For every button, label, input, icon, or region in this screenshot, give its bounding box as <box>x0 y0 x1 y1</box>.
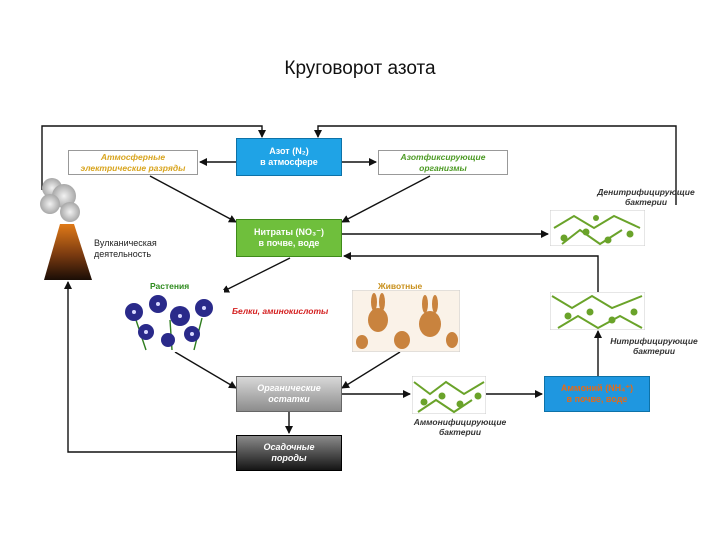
denitrifying-bacteria-label: Денитрифицирующие бактерии <box>576 187 716 207</box>
n2-atmosphere-box: Азот (N₂)в атмосфере <box>236 138 342 176</box>
denitrifying-label-line2: бактерии <box>624 197 668 207</box>
nitrates-box: Нитраты (NO₃⁻)в почве, воде <box>236 219 342 257</box>
arrow-atmospheric-to-nitrates <box>149 175 237 223</box>
sediment-box-line1: Осадочные <box>263 442 315 452</box>
ammonium-box-line2: в почве, воде <box>566 394 628 404</box>
proteins-label: Белки, аминокислоты <box>232 306 329 316</box>
organic-box-line1: Органические <box>257 383 321 393</box>
n2-box-line1: Азот (N₂) <box>269 146 309 156</box>
denitrifying-bacteria-image <box>550 210 645 246</box>
fixing-box-line1: Азотфиксирующие <box>400 151 486 162</box>
nitrates-box-line1: Нитраты (NO₃⁻) <box>254 227 324 237</box>
n2-box-line2: в атмосфере <box>260 157 318 167</box>
volcano-icon <box>40 178 92 280</box>
ammonifying-label-line1: Аммонифицирующие <box>413 417 507 427</box>
arrow-nitrifying-to-nitrates <box>343 252 599 292</box>
arrow-nitrates-to-plants <box>221 257 291 293</box>
arrow-fixing-to-nitrates <box>341 175 431 223</box>
nitrifying-bacteria-image <box>550 292 645 330</box>
ammonifying-bacteria-label: Аммонифицирующие бактерии <box>398 417 522 437</box>
ammonium-box-line1: Аммоний (NH₄⁺) <box>560 383 634 393</box>
sediment-box-line2: породы <box>271 453 307 463</box>
nitrifying-bacteria-label: Нитрифицирующие бактерии <box>596 336 712 356</box>
animals-image <box>352 290 460 352</box>
plants-image <box>116 290 224 352</box>
ammonifying-bacteria-image <box>412 376 486 414</box>
volcanic-label-line2: деятельность <box>94 249 152 259</box>
nitrates-box-line2: в почве, воде <box>258 238 320 248</box>
arrow-sediment-to-volcano <box>64 281 236 453</box>
diagram-title: Круговорот азота <box>284 58 436 79</box>
volcanic-activity-label: Вулканическая деятельность <box>94 238 174 260</box>
arrow-plants-to-organic <box>174 351 237 389</box>
fixing-box-line2: организмы <box>419 162 467 173</box>
arrow-volcano-to-n2 <box>41 125 266 190</box>
atmospheric-box-line1: Атмосферные <box>100 151 166 162</box>
plants-label: Растения <box>150 281 190 291</box>
arrow-denitrifying-to-n2 <box>314 125 677 205</box>
ammonium-box: Аммоний (NH₄⁺)в почве, воде <box>544 376 650 412</box>
nitrifying-label-line2: бактерии <box>632 346 676 356</box>
atmospheric-box-line2: электрические разряды <box>80 162 186 173</box>
nitrifying-label-line1: Нитрифицирующие <box>610 336 698 346</box>
animals-label: Животные <box>378 281 423 291</box>
volcanic-label-line1: Вулканическая <box>94 238 157 248</box>
arrow-animals-to-organic <box>341 351 401 389</box>
denitrifying-label-line1: Денитрифицирующие <box>597 187 695 197</box>
organic-box-line2: остатки <box>268 394 310 404</box>
ammonifying-label-line2: бактерии <box>438 427 482 437</box>
